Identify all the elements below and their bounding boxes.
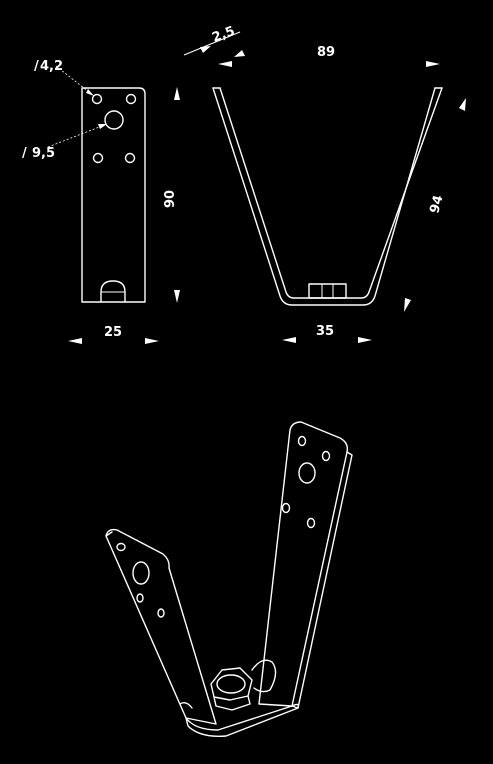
profile-outer [212,87,436,306]
iso-base [185,703,300,737]
iso-front-hole-1 [116,542,126,552]
hole-leaders: / 4,2 / 9,5 [22,59,108,161]
dim-plate-height: 90 [163,190,178,208]
isometric-view [105,421,353,737]
iso-front-hole-3 [157,608,165,618]
top-width-dimension: 89 [218,45,440,67]
dim-thickness: 2,5 [210,24,237,46]
leg-length-dimension: 94 [404,98,466,312]
iso-back-hole-3 [281,502,291,514]
profile-view [212,87,443,306]
small-hole-bottom-left [92,152,104,164]
iso-front-hole-2 [136,593,144,603]
iso-back-hole-2 [321,450,331,462]
dim-hole-large: 9,5 [32,146,55,161]
small-hole-top-left [91,93,103,105]
bottom-slot [100,280,126,303]
plate-front-view [81,87,146,303]
iso-back-hole-1 [297,435,307,447]
plate-outline [81,87,146,303]
nut-profile [308,283,347,299]
plate-width-dimension: 25 [68,325,159,344]
profile-inner [219,87,443,299]
small-hole-bottom-right [124,152,136,164]
height-dimension: 90 [163,87,180,303]
iso-back-hole-large [298,462,316,484]
iso-back-hole-4 [306,517,316,529]
dim-base-width: 35 [316,324,334,339]
iso-front-plate [105,528,217,725]
thickness-dimension: 2,5 [183,24,245,57]
base-width-dimension: 35 [282,324,372,343]
dim-plate-width: 25 [104,325,122,340]
hole-large-prefix: / [22,146,27,161]
hole-small-prefix: / [34,59,39,74]
dim-leg-length: 94 [427,194,446,215]
iso-nut [210,659,277,711]
small-hole-top-right [125,93,137,105]
iso-front-hole-large [132,561,150,585]
dim-hole-small: 4,2 [40,59,63,74]
large-hole [104,110,124,130]
dim-top-width: 89 [317,45,335,60]
